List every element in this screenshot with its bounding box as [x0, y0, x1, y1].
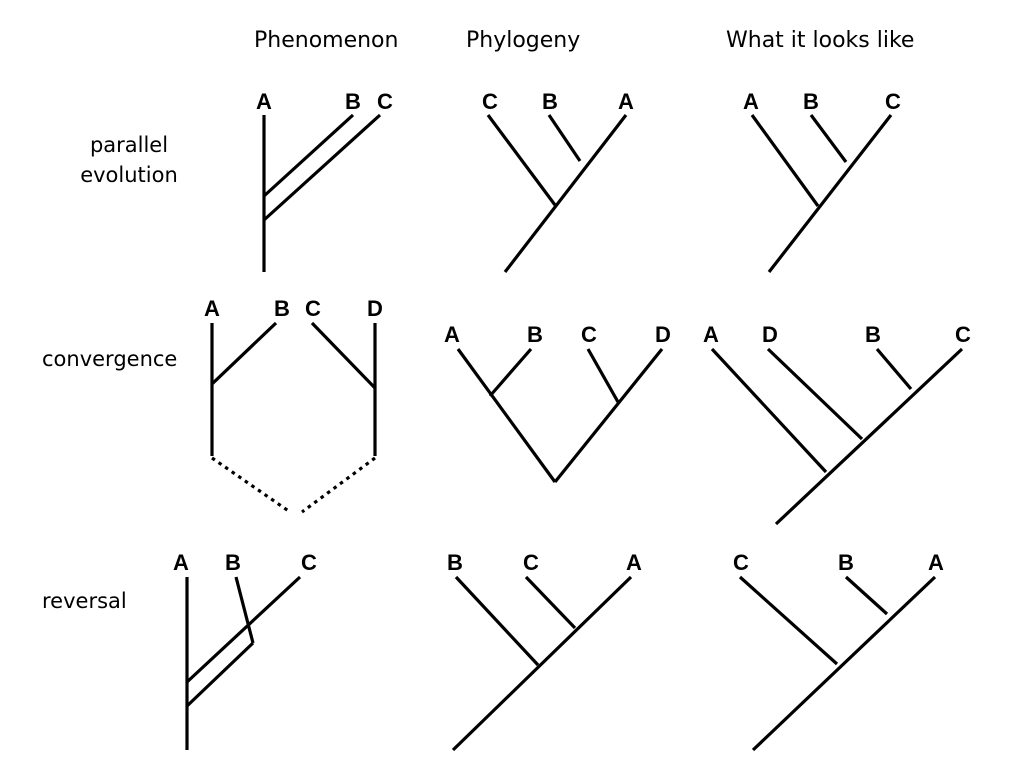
tree-convergence-phenomenon: A B C D: [204, 296, 383, 514]
tip-label: C: [377, 89, 393, 114]
row-label-parallel-line1: parallel: [89, 133, 169, 157]
tree-convergence-looks-like: A D B C: [703, 322, 971, 526]
header-phylogeny: Phylogeny: [466, 28, 581, 53]
tree-parallel-phylogeny: C B A: [482, 89, 634, 273]
tree-reversal-phylogeny: B C A: [447, 550, 642, 752]
tree-reversal-phenomenon: A B C: [173, 550, 317, 750]
row-label-reversal: reversal: [42, 589, 127, 613]
tip-label: C: [955, 322, 971, 347]
tip-label: A: [703, 322, 719, 347]
tip-label: C: [301, 550, 317, 575]
tip-label: A: [204, 296, 220, 321]
row-label-convergence: convergence: [42, 347, 178, 371]
tip-label: A: [928, 550, 944, 575]
tip-label: C: [733, 550, 749, 575]
tree-parallel-phenomenon: A B C: [256, 89, 393, 272]
header-what-it-looks-like: What it looks like: [726, 28, 915, 53]
row-label-parallel-line2: evolution: [80, 163, 178, 187]
tip-label: A: [173, 550, 189, 575]
tip-label: B: [803, 89, 819, 114]
tip-label: B: [447, 550, 463, 575]
tip-label: A: [626, 550, 642, 575]
tip-label: B: [345, 89, 361, 114]
tip-label: A: [256, 89, 272, 114]
tip-label: A: [444, 322, 460, 347]
tip-label: C: [885, 89, 901, 114]
tip-label: C: [581, 322, 597, 347]
tip-label: B: [527, 322, 543, 347]
tip-label: C: [482, 89, 498, 114]
tree-reversal-looks-like: C B A: [733, 550, 944, 752]
row-label-parallel-evolution: parallel evolution: [74, 130, 184, 190]
tree-parallel-looks-like: A B C: [743, 89, 901, 273]
tree-convergence-phylogeny: A B C D: [444, 322, 671, 484]
tip-label: A: [618, 89, 634, 114]
tip-label: D: [655, 322, 671, 347]
tip-label: A: [743, 89, 759, 114]
tip-label: B: [225, 550, 241, 575]
tip-label: B: [542, 89, 558, 114]
tip-label: B: [274, 296, 290, 321]
header-phenomenon: Phenomenon: [254, 28, 399, 53]
tip-label: C: [305, 296, 321, 321]
tip-label: C: [523, 550, 539, 575]
tip-label: B: [838, 550, 854, 575]
tip-label: B: [865, 322, 881, 347]
tip-label: D: [367, 296, 383, 321]
tip-label: D: [762, 322, 778, 347]
